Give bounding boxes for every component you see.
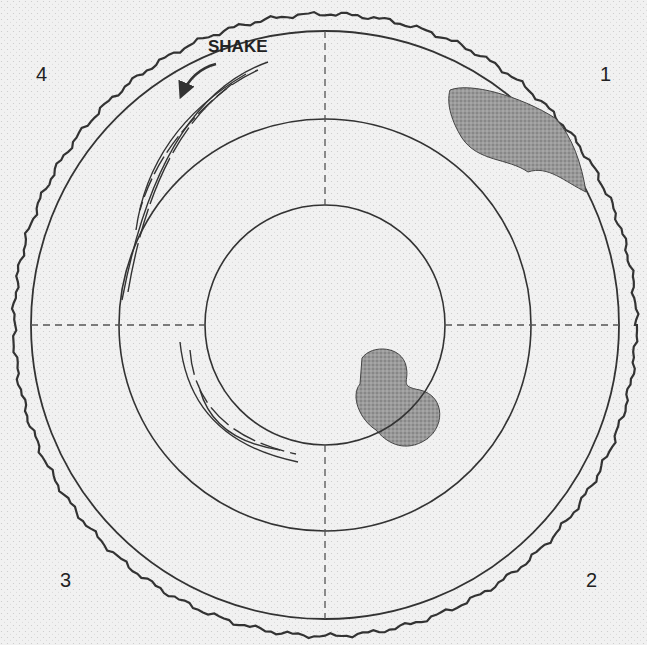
growth-patch — [356, 349, 440, 446]
quadrant-dividers — [31, 31, 619, 619]
quadrant-number: 4 — [36, 64, 47, 84]
dish-rim — [12, 12, 638, 638]
shake-label: SHAKE — [208, 38, 268, 55]
dish-inner-rim — [31, 31, 619, 619]
quadrant-number: 2 — [586, 570, 597, 590]
swirl-strokes — [122, 62, 298, 462]
growth-patch — [449, 88, 586, 192]
shake-arrow — [181, 64, 216, 96]
inner-ring — [205, 205, 445, 445]
quadrant-number: 3 — [60, 570, 71, 590]
quadrant-number: 1 — [600, 64, 611, 84]
